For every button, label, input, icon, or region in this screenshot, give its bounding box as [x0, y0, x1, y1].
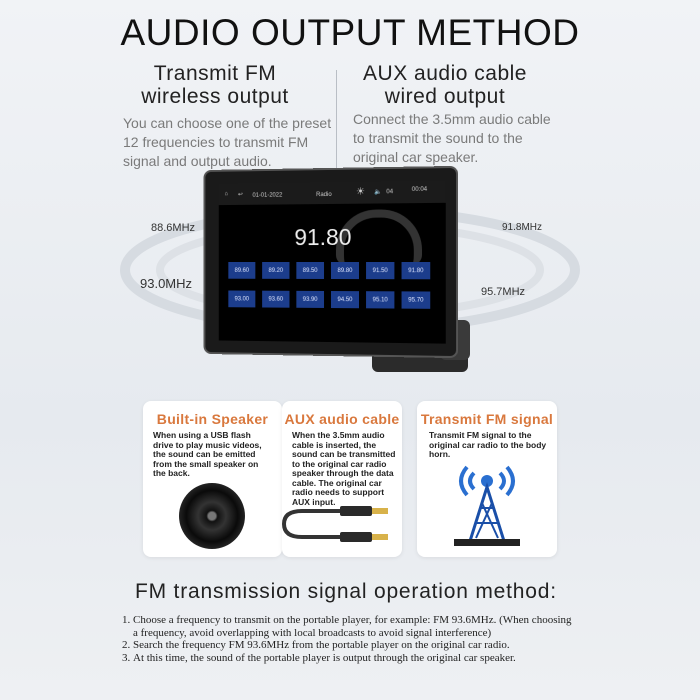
card-title: Built-in Speaker — [156, 411, 269, 427]
preset-button[interactable]: 91.50 — [366, 262, 395, 280]
step: At this time, the sound of the portable … — [133, 652, 578, 665]
car-display-device: ⌂ ↩ 01-01-2022 Radio ☀ 🔈 04 00:04 91.80 … — [203, 165, 459, 359]
card-aux-audio-cable: AUX audio cable When the 3.5mm audio cab… — [282, 401, 402, 557]
preset-button[interactable]: 89.20 — [262, 262, 290, 279]
right-description: Connect the 3.5mm audio cable to transmi… — [353, 111, 551, 165]
step: Search the frequency FM 93.6MHz from the… — [133, 639, 578, 652]
current-frequency: 91.80 — [294, 223, 352, 251]
freq-label: 95.7MHz — [481, 286, 526, 298]
card-text: Transmit FM signal to the original car r… — [429, 430, 547, 459]
preset-button[interactable]: 89.50 — [296, 262, 325, 279]
fm-method-heading: FM transmission signal operation method: — [135, 580, 557, 603]
card-transmit-fm-signal: Transmit FM signal Transmit FM signal to… — [417, 401, 557, 557]
fm-method-steps: Choose a frequency to transmit on the po… — [118, 614, 578, 664]
left-heading-line1: Transmit FM — [153, 62, 277, 85]
preset-button[interactable]: 95.10 — [366, 291, 395, 309]
clock: 00:04 — [411, 186, 428, 194]
preset-button[interactable]: 89.80 — [330, 262, 359, 280]
freq-label: 91.8MHz — [502, 222, 543, 233]
volume-level: 04 — [386, 189, 394, 196]
card-built-in-speaker: Built-in Speaker When using a USB flash … — [143, 401, 282, 557]
date: 01-01-2022 — [252, 192, 283, 199]
step: Choose a frequency to transmit on the po… — [133, 614, 578, 639]
left-heading-line2: wireless output — [141, 85, 289, 108]
preset-button[interactable]: 94.50 — [330, 291, 359, 309]
aux-cable-icon — [282, 506, 388, 542]
card-text: When the 3.5mm audio cable is inserted, … — [292, 430, 396, 507]
back-icon[interactable]: ↩ — [237, 192, 243, 199]
column-divider — [336, 70, 337, 170]
preset-button[interactable]: 95.70 — [401, 291, 431, 309]
status-bar: ⌂ ↩ 01-01-2022 Radio ☀ 🔈 04 00:04 — [218, 180, 446, 206]
volume-icon[interactable]: 🔈 — [374, 189, 382, 196]
right-heading-line1: AUX audio cable — [363, 62, 527, 85]
freq-label: 93.0MHz — [140, 276, 193, 291]
radio-tower-icon — [454, 465, 520, 546]
speaker-icon — [179, 483, 245, 549]
card-title: Transmit FM signal — [420, 411, 554, 427]
brightness-icon[interactable]: ☀ — [355, 186, 366, 198]
preset-button[interactable]: 89.60 — [228, 262, 256, 279]
preset-button[interactable]: 93.60 — [262, 290, 290, 308]
page-title: AUDIO OUTPUT METHOD — [120, 12, 580, 53]
app-title: Radio — [316, 191, 332, 199]
right-heading-line2: wired output — [384, 85, 506, 108]
preset-button[interactable]: 93.00 — [228, 290, 256, 308]
device-screen: ⌂ ↩ 01-01-2022 Radio ☀ 🔈 04 00:04 91.80 … — [218, 180, 446, 344]
left-description: You can choose one of the preset 12 freq… — [123, 115, 332, 169]
freq-label: 88.6MHz — [151, 222, 196, 234]
card-text: When using a USB flash drive to play mus… — [153, 430, 262, 478]
home-icon[interactable]: ⌂ — [224, 191, 228, 198]
card-title: AUX audio cable — [284, 411, 400, 427]
preset-button[interactable]: 91.80 — [401, 262, 431, 280]
preset-button[interactable]: 93.90 — [296, 290, 325, 308]
